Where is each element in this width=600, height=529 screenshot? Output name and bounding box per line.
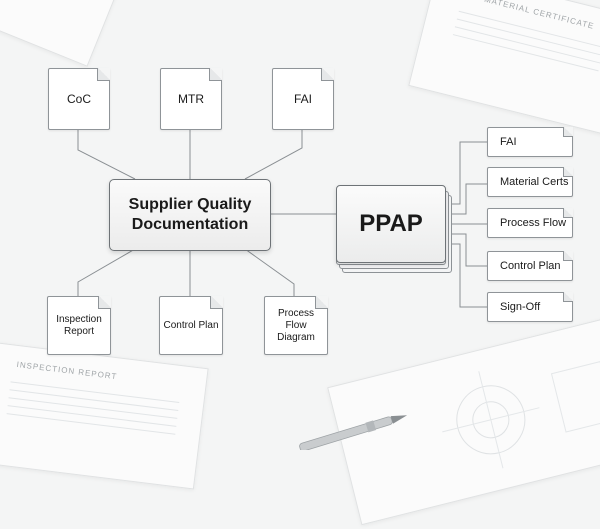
connector-inspection-report [77, 248, 136, 296]
page-fold-icon [563, 167, 573, 177]
ppap-element-control-plan: Control Plan [487, 251, 573, 281]
center-node-label: Supplier Quality Documentation [128, 196, 252, 233]
supplier-quality-documentation-node: Supplier Quality Documentation [109, 179, 271, 251]
connector-lines [77, 128, 487, 308]
doc-node-fai: FAI [272, 68, 334, 130]
page-fold-icon [321, 68, 334, 81]
ppap-element-label: Material Certs [500, 176, 569, 188]
doc-node-label: Control Plan [163, 319, 219, 331]
connector-ppap-material-certs [446, 183, 487, 215]
connector-ppap-sign-off [446, 243, 487, 308]
page-fold-icon [315, 296, 328, 309]
connector-process-flow-diagram [244, 248, 295, 296]
page-fold-icon [98, 296, 111, 309]
doc-node-mtr: MTR [160, 68, 222, 130]
doc-node-label: MTR [178, 92, 204, 106]
connector-ppap-control-plan [446, 233, 487, 267]
ppap-element-label: Process Flow [500, 217, 567, 229]
page-fold-icon [210, 296, 223, 309]
doc-node-process-flow-diagram: Process Flow Diagram [264, 296, 328, 355]
ppap-element-material-certs: Material Certs [487, 167, 573, 197]
ppap-label: PPAP [359, 210, 423, 237]
ppap-element-sign-off: Sign-Off [487, 292, 573, 322]
doc-node-label: FAI [293, 92, 312, 106]
connector-ppap-fai [446, 141, 487, 205]
ppap-element-label: FAI [500, 136, 517, 148]
ppap-element-label: Control Plan [500, 260, 561, 272]
page-fold-icon [563, 127, 573, 137]
page-fold-icon [563, 292, 573, 302]
ppap-element-fai: FAI [487, 127, 573, 157]
connector-coc [77, 128, 136, 180]
ppap-element-label: Sign-Off [500, 301, 541, 313]
page-fold-icon [209, 68, 222, 81]
doc-node-control-plan: Control Plan [159, 296, 223, 355]
page-fold-icon [563, 251, 573, 261]
ppap-front-card: PPAP [336, 185, 446, 263]
doc-node-label: CoC [66, 92, 91, 106]
ppap-node: PPAP [334, 183, 452, 275]
page-fold-icon [97, 68, 110, 81]
connector-fai-top [244, 128, 303, 180]
ppap-element-process-flow: Process Flow [487, 208, 573, 238]
doc-node-coc: CoC [48, 68, 110, 130]
page-fold-icon [563, 208, 573, 218]
doc-node-label: Inspection Report [56, 313, 102, 337]
doc-node-label: Process Flow Diagram [277, 307, 315, 343]
doc-node-inspection-report: Inspection Report [47, 296, 111, 355]
pen-icon [299, 415, 408, 450]
